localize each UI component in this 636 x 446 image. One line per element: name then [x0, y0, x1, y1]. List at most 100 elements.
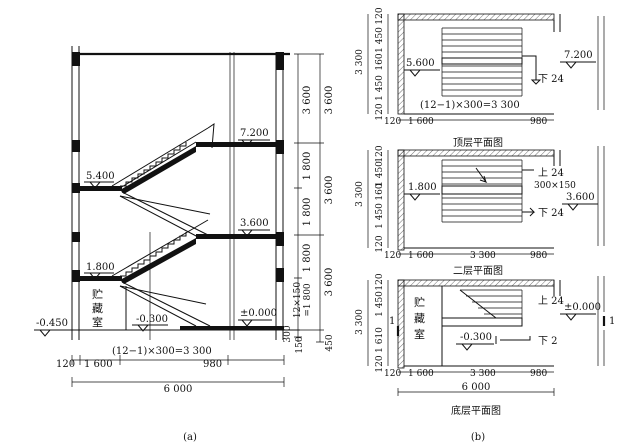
- floor-slab-7200: [196, 142, 284, 147]
- dim-bottom-1600: 1 600: [84, 359, 113, 370]
- svg-text:±0.000: ±0.000: [240, 308, 277, 319]
- level-3600: 3.600: [566, 192, 595, 203]
- dim-1450: 1 450: [375, 203, 385, 229]
- handrail-end: [207, 123, 215, 149]
- level-mark-5600: [404, 69, 440, 77]
- break-line: [597, 16, 605, 110]
- storage-char-3: 室: [92, 315, 103, 329]
- flight-5400-7200-slab: [120, 146, 196, 194]
- dim-inner-5: 12×150: [293, 282, 303, 318]
- dim-160: 160: [375, 53, 385, 70]
- handrail: [111, 127, 209, 187]
- plan-wall-left: [397, 13, 405, 115]
- dim-3300: 3 300: [470, 369, 496, 379]
- dim-1450: 1 450: [375, 75, 385, 101]
- svg-text:-0.300: -0.300: [136, 314, 168, 325]
- dim-980: 980: [530, 117, 547, 127]
- ground-floor-slab: [180, 326, 284, 330]
- floor-slab-3600: [196, 234, 284, 239]
- storage-char-3: 室: [414, 327, 425, 341]
- down-24-label: 下 24: [538, 208, 564, 219]
- svg-text:1.800: 1.800: [86, 262, 115, 273]
- top-floor-plan: 下 24 5.600 7.200 (12−1)×300=3 300 120 1 …: [355, 7, 605, 149]
- handrail: [111, 219, 209, 277]
- section-run-label: (12−1)×300=3 300: [112, 346, 212, 357]
- dim-160: 160: [375, 183, 385, 200]
- left-wall-block: [72, 183, 80, 193]
- level-1800: 1.800: [408, 182, 437, 193]
- dim-1450: 1 450: [375, 291, 385, 317]
- break-line: [597, 146, 605, 246]
- dim-120: 120: [375, 235, 385, 252]
- svg-text:-0.450: -0.450: [36, 318, 68, 329]
- svg-text:3.600: 3.600: [240, 218, 269, 229]
- dim-outer-3: 3 600: [324, 268, 335, 297]
- ground-floor-plan: 上 24 下 2 贮 藏 室 ±0.000 -0.300 1 1 120 1 4…: [355, 273, 615, 417]
- dim-bottom-ticks: [71, 355, 285, 365]
- plan-treads: [441, 27, 523, 97]
- landing-slab-5400: [80, 186, 122, 191]
- dim-120: 120: [375, 7, 385, 24]
- flight-1800-3600: [120, 232, 187, 277]
- dim-980: 980: [530, 251, 547, 261]
- top-run-label: (12−1)×300=3 300: [420, 100, 520, 111]
- right-wall-block: [276, 268, 284, 282]
- second-floor-plan: 上 24 300×150 下 24 1.800 3.600 120 1 450 …: [355, 145, 605, 277]
- plan-wall-top: [397, 279, 555, 287]
- level-marker-minus0300: -0.300: [132, 314, 168, 332]
- dim-120: 120: [384, 117, 401, 127]
- caption-b: (b): [471, 432, 485, 443]
- dim-inner-3: 1 800: [302, 198, 313, 227]
- dim-outer-2: 3 600: [324, 176, 335, 205]
- down-24-label: 下 24: [538, 74, 564, 85]
- dim-3300: 3 300: [470, 251, 496, 261]
- dim-120: 120: [384, 251, 401, 261]
- left-wall-block: [72, 270, 80, 282]
- dim-1600: 1 600: [408, 251, 434, 261]
- plan-wall-left: [397, 149, 405, 251]
- dim-inner-8: 150: [295, 336, 305, 353]
- level-marker-7200: 7.200: [238, 128, 270, 147]
- ground-plan-title: 底层平面图: [451, 404, 501, 417]
- storage-char-1: 贮: [414, 296, 425, 309]
- flight-3600-5400-line: [119, 195, 201, 239]
- plan-handrail: [441, 185, 523, 195]
- left-wall-block: [72, 52, 80, 66]
- level-minus0300: -0.300: [460, 332, 492, 343]
- handrail: [119, 195, 211, 215]
- plan-handrail: [441, 57, 523, 65]
- handrail: [119, 285, 207, 305]
- break-line: [597, 276, 605, 366]
- dim-1450: 1 450: [375, 161, 385, 187]
- level-0000: ±0.000: [564, 302, 601, 313]
- total-dim-ticks: [397, 388, 555, 396]
- level-marker-0000: ±0.000: [238, 308, 277, 327]
- dim-120: 120: [375, 273, 385, 290]
- flight-5400-7200: [120, 142, 187, 187]
- dim-3300: 3 300: [355, 309, 365, 335]
- flight-5400-7200-line: [119, 141, 197, 189]
- dim-120: 120: [375, 103, 385, 120]
- down-arrow: [522, 55, 542, 85]
- plan-arrows: [522, 169, 536, 217]
- plan-treads: [441, 159, 523, 223]
- dim-inner-6: =1 800: [303, 283, 313, 317]
- level-5600: 5.600: [406, 58, 435, 69]
- top-plan-title: 顶层平面图: [453, 137, 503, 149]
- flight-0-1800-line: [119, 285, 197, 327]
- dim-total-ticks: [71, 377, 285, 387]
- down-2-label: 下 2: [538, 336, 558, 347]
- dim-6000: 6 000: [462, 382, 491, 393]
- level-marker-minus0450: -0.450: [34, 318, 70, 337]
- dim-120: 120: [384, 369, 401, 379]
- dim-3300: 3 300: [355, 181, 365, 207]
- dim-ticks: [294, 53, 324, 343]
- down-2-steps: [495, 336, 531, 344]
- section-view: 7.200 5.400 3.600 1.800 ±0.000 -0.300 -0…: [34, 46, 335, 443]
- dim-inner-7: 300: [283, 325, 293, 342]
- level-mark-0000: [560, 313, 596, 321]
- left-wall-block: [72, 140, 80, 152]
- plan-wall-left: [397, 279, 405, 369]
- plan-wall-top: [397, 149, 555, 157]
- level-mark-7200: [560, 61, 596, 69]
